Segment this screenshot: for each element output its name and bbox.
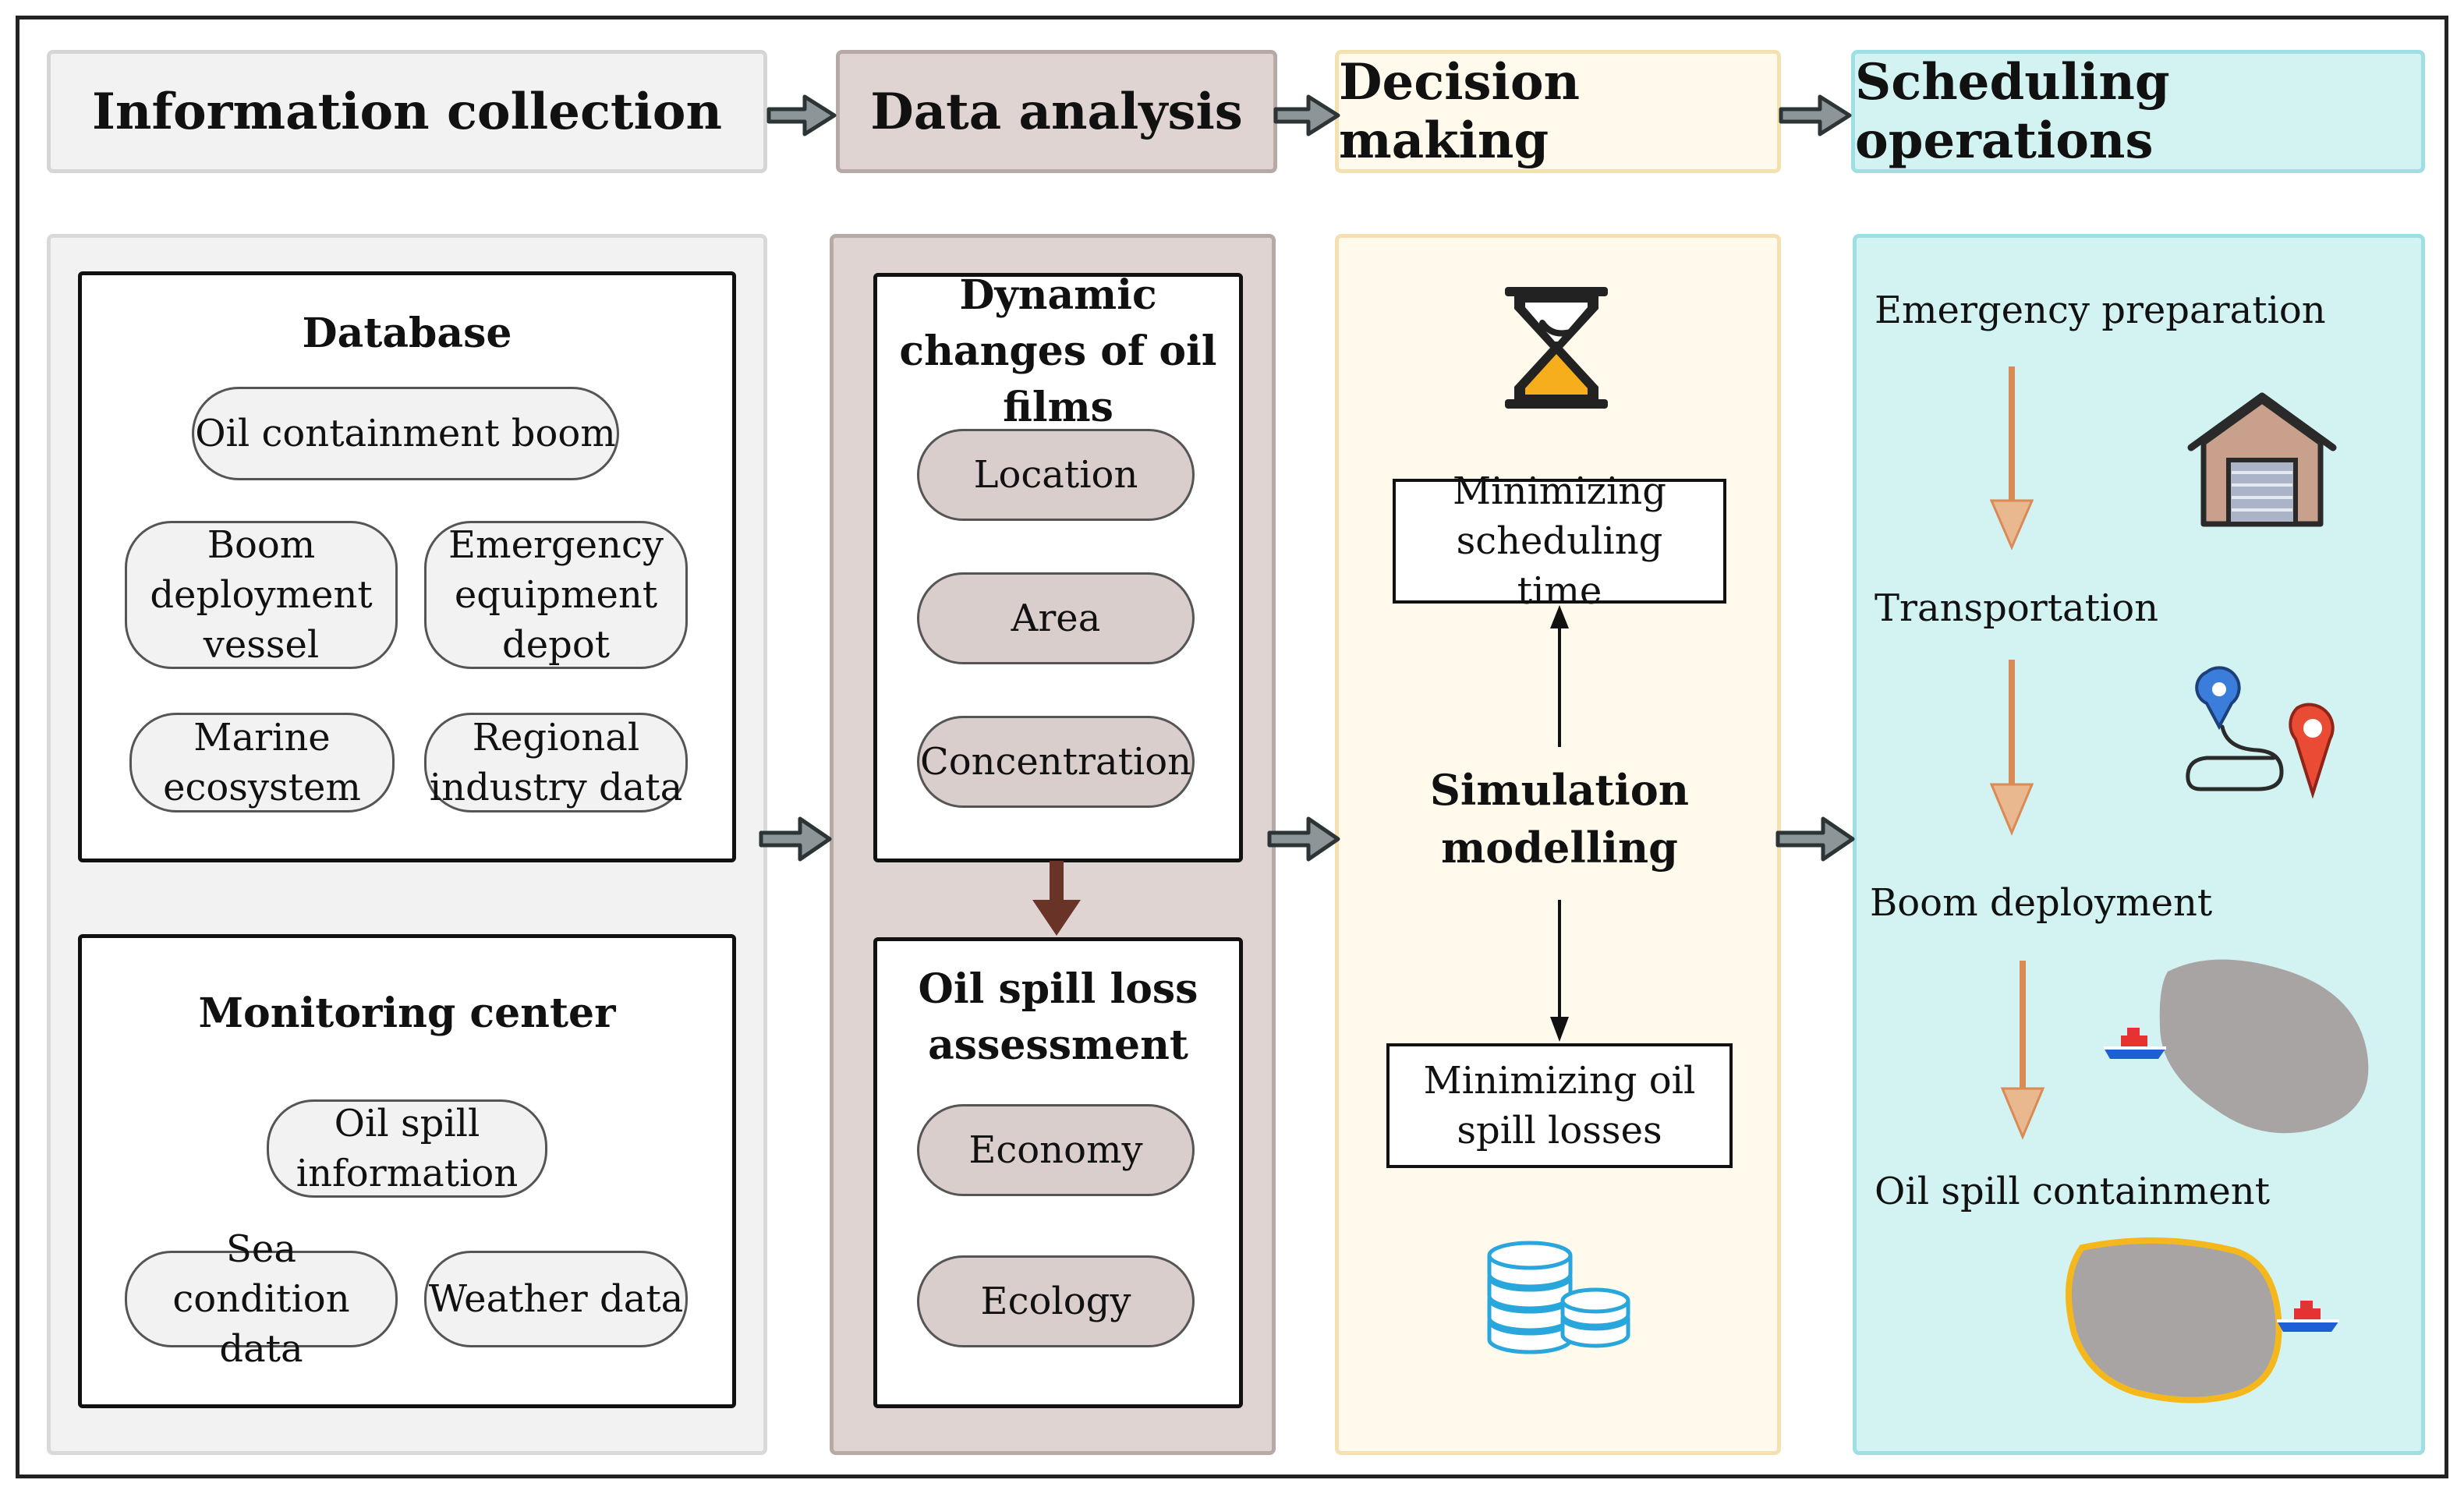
header-information-collection: Information collection	[47, 50, 767, 173]
decision-arrows	[1550, 605, 1569, 1042]
area-pill: Area	[917, 572, 1195, 664]
step-down-arrow-2	[1989, 660, 2034, 836]
header-scheduling-operations: Scheduling operations	[1851, 50, 2425, 173]
header-data-analysis: Data analysis	[836, 50, 1277, 173]
regional-industry-data-pill: Regional industry data	[424, 713, 688, 812]
hourglass-icon	[1505, 287, 1608, 409]
minimizing-losses-box: Minimizing oil spill losses	[1386, 1043, 1733, 1168]
simulation-modelling-label: Simulation modelling	[1429, 765, 1690, 873]
transportation-label: Transportation	[1875, 586, 2159, 630]
monitoring-center-title: Monitoring center	[198, 990, 616, 1037]
oil-containment-boom-pill: Oil containment boom	[192, 387, 619, 480]
column-arrow-2	[1267, 816, 1340, 862]
oil-spill-containment-label: Oil spill containment	[1875, 1170, 2270, 1213]
ecology-pill: Ecology	[917, 1255, 1195, 1347]
emergency-equipment-depot-pill: Emergency equipment depot	[424, 521, 688, 669]
oil-spill-information-pill: Oil spill information	[267, 1099, 547, 1198]
dynamic-changes-title: Dynamic changes of oil films	[899, 271, 1217, 431]
boom-deployment-vessel-pill: Boom deployment vessel	[125, 521, 398, 669]
warehouse-icon	[2187, 392, 2337, 527]
weather-data-pill: Weather data	[424, 1251, 688, 1347]
emergency-preparation-label: Emergency preparation	[1875, 289, 2326, 332]
loss-assessment-title: Oil spill loss assessment	[918, 965, 1198, 1069]
header-arrow-2	[1273, 94, 1340, 136]
header-decision-making: Decision making	[1335, 50, 1781, 173]
oil-spill-slick-icon	[2104, 959, 2369, 1134]
location-pill: Location	[917, 429, 1195, 521]
sea-condition-data-pill: Sea condition data	[125, 1227, 398, 1371]
marine-ecosystem-pill: Marine ecosystem	[129, 713, 395, 812]
boom-deployment-label: Boom deployment	[1870, 881, 2213, 925]
column-arrow-1	[759, 816, 832, 862]
column-arrow-3	[1775, 816, 1855, 862]
step-down-arrow-3	[2000, 961, 2045, 1140]
route-map-pin-icon	[2186, 666, 2335, 799]
analysis-down-arrow	[1032, 861, 1081, 936]
economy-pill: Economy	[917, 1104, 1195, 1196]
step-down-arrow-1	[1989, 366, 2034, 551]
header-arrow-3	[1779, 94, 1852, 136]
header-arrow-1	[766, 94, 837, 136]
database-title: Database	[302, 310, 512, 357]
concentration-pill: Concentration	[917, 716, 1195, 808]
boom-containment-slick-icon	[2065, 1237, 2339, 1404]
database-coins-icon	[1487, 1241, 1630, 1354]
minimizing-time-box: Minimizing scheduling time	[1393, 469, 1726, 613]
diagram-frame	[16, 16, 2448, 1478]
